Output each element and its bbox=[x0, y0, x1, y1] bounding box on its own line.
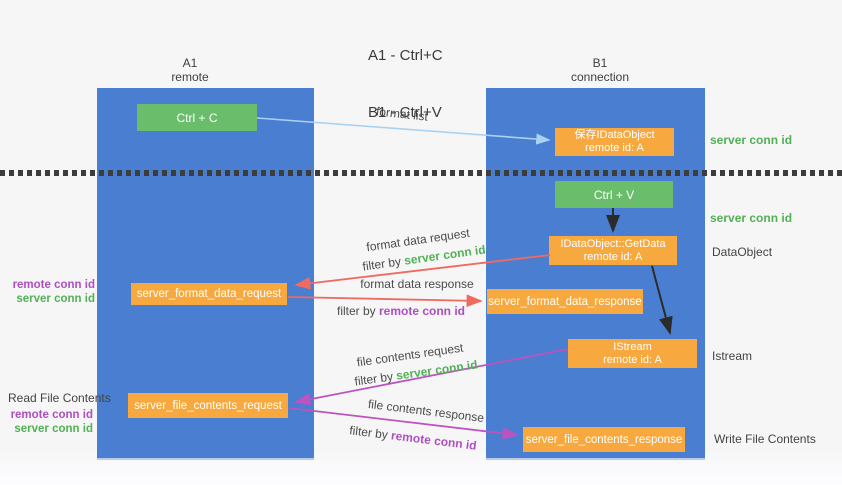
node-format-response-label: server_format_data_response bbox=[488, 295, 642, 308]
lane-a1-role: remote bbox=[171, 70, 209, 84]
format-data-response-label: format data response bbox=[360, 277, 474, 291]
node-idataobject-getdata: IDataObject::GetData remote id: A bbox=[549, 236, 677, 265]
node-file-request-label: server_file_contents_request bbox=[134, 399, 282, 412]
node-getdata-line2: remote id: A bbox=[583, 250, 643, 263]
read-file-contents-annotation: Read File Contents bbox=[8, 391, 111, 405]
filter-by-text: filter by bbox=[353, 368, 398, 389]
remote-conn-id-text: remote conn id bbox=[379, 304, 466, 318]
server-conn-id-annotation-top: server conn id bbox=[710, 133, 793, 147]
node-istream-line1: IStream bbox=[613, 340, 652, 353]
lane-header-b1: B1 connection bbox=[540, 56, 660, 84]
node-save-idataobject-line1: 保存IDataObject bbox=[574, 129, 655, 141]
title-line-2: B1 - Ctrl+V bbox=[368, 104, 442, 121]
lane-b1-role: connection bbox=[570, 70, 630, 84]
filter-by-text: filter by bbox=[336, 304, 379, 318]
title-line-1: A1 - Ctrl+C bbox=[368, 47, 443, 64]
dataobject-annotation: DataObject bbox=[712, 245, 773, 259]
remote-conn-id-text: remote conn id bbox=[390, 428, 478, 453]
node-server-format-data-response: server_format_data_response bbox=[487, 289, 643, 314]
write-file-contents-annotation: Write File Contents bbox=[714, 432, 816, 446]
node-istream-line2: remote id: A bbox=[603, 353, 662, 366]
lane-b1-name: B1 bbox=[592, 56, 608, 70]
node-getdata-line1: IDataObject::GetData bbox=[560, 237, 666, 250]
remote-conn-id-text: remote conn id bbox=[10, 409, 93, 421]
node-server-format-data-request: server_format_data_request bbox=[131, 283, 287, 305]
diagram-title: A1 - Ctrl+C B1 - Ctrl+V bbox=[368, 8, 443, 160]
lane-header-a1: A1 remote bbox=[130, 56, 250, 84]
format-response-filter-label: filter by remote conn id bbox=[337, 304, 465, 318]
istream-annotation: Istream bbox=[712, 349, 753, 363]
node-server-file-contents-request: server_file_contents_request bbox=[128, 393, 288, 418]
server-conn-id-annotation-mid: server conn id bbox=[710, 211, 793, 225]
format-conn-id-annotation: remote conn id server conn id bbox=[10, 278, 95, 306]
filter-by-text: filter by bbox=[361, 253, 406, 274]
file-contents-response-label: file contents response bbox=[367, 396, 485, 426]
file-response-filter-label: filter by remote conn id bbox=[349, 423, 478, 452]
server-conn-id-text: server conn id bbox=[16, 293, 95, 305]
node-format-request-label: server_format_data_request bbox=[136, 288, 282, 300]
dashed-separator-line bbox=[0, 170, 842, 176]
node-server-file-contents-response: server_file_contents_response bbox=[523, 427, 685, 452]
format-data-response-arrow bbox=[287, 294, 483, 308]
file-conn-id-annotation: remote conn id server conn id bbox=[8, 408, 93, 436]
node-ctrl-v-label: Ctrl + V bbox=[593, 187, 635, 202]
node-save-idataobject-line2: remote id: A bbox=[585, 142, 644, 154]
lane-a1-name: A1 bbox=[182, 56, 198, 70]
remote-conn-id-text: remote conn id bbox=[12, 279, 95, 291]
node-save-idataobject: 保存IDataObject remote id: A bbox=[555, 128, 674, 156]
node-file-response-label: server_file_contents_response bbox=[525, 433, 683, 446]
node-ctrl-c: Ctrl + C bbox=[137, 104, 257, 131]
node-istream: IStream remote id: A bbox=[568, 339, 697, 368]
server-conn-id-text: server conn id bbox=[14, 423, 93, 435]
node-ctrl-c-label: Ctrl + C bbox=[176, 110, 218, 125]
node-ctrl-v: Ctrl + V bbox=[555, 181, 673, 208]
filter-by-text: filter by bbox=[348, 423, 393, 443]
